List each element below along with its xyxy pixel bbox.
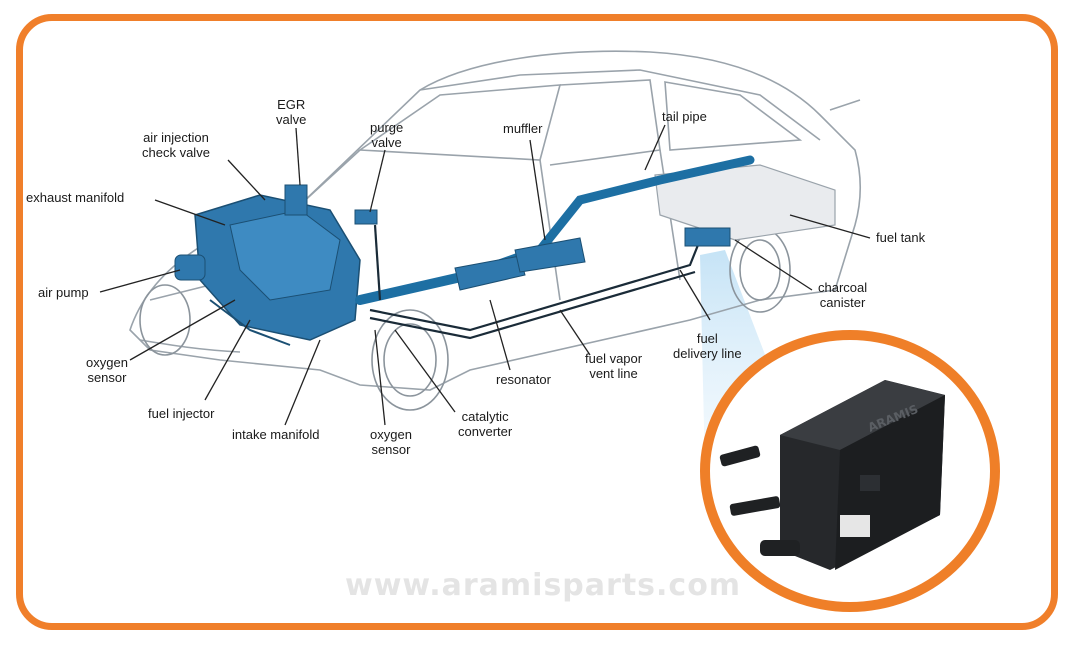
- muffler-part: [514, 237, 586, 273]
- charcoal-canister-photo-icon: ARAMIS: [700, 330, 1000, 612]
- watermark: www.aramisparts.com: [345, 568, 742, 603]
- label-fuel-tank: fuel tank: [876, 230, 926, 245]
- engine-assembly: [174, 184, 378, 346]
- label-air-pump: air pump: [38, 285, 89, 300]
- label-resonator: resonator: [496, 372, 551, 387]
- resonator-part: [454, 255, 526, 291]
- fuel-lines: [369, 224, 702, 340]
- label-exhaust-manifold: exhaust manifold: [26, 190, 125, 205]
- canister-drawing: ARAMIS: [719, 380, 945, 570]
- charcoal-canister-part: [684, 227, 731, 247]
- fuel-tank: [654, 164, 836, 241]
- leader-lines: [99, 124, 871, 426]
- label-tail-pipe: tail pipe: [662, 109, 707, 124]
- label-muffler: muffler: [503, 121, 543, 136]
- label-fuel-injector: fuel injector: [148, 406, 215, 421]
- label-intake-manifold: intake manifold: [232, 427, 320, 442]
